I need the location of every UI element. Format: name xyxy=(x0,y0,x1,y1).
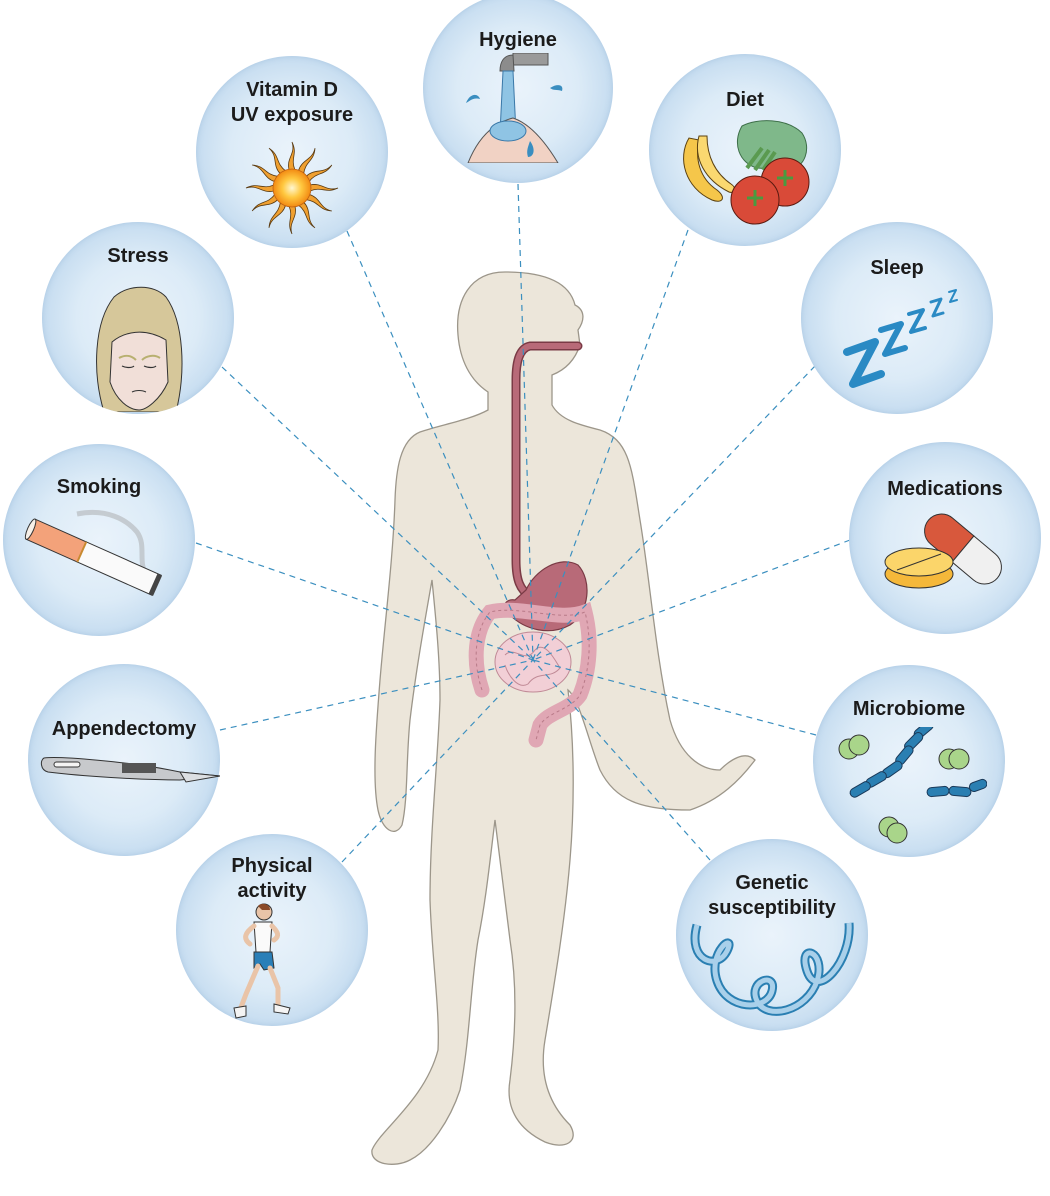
factor-label: Hygiene xyxy=(479,29,557,51)
sun-icon xyxy=(245,141,339,235)
factor-label: Genetic susceptibility xyxy=(708,872,836,919)
factor-hygiene[interactable]: Hygiene xyxy=(423,0,613,183)
connector-physical-activity xyxy=(341,659,534,863)
factor-label: Smoking xyxy=(56,476,142,498)
factor-diet[interactable]: Diet xyxy=(649,54,841,246)
scalpel-icon xyxy=(40,757,220,783)
connector-vitamin-d xyxy=(346,230,534,661)
bacteria-icon xyxy=(838,727,987,844)
factor-label: Physical activity xyxy=(231,855,313,902)
factor-vitamin-d[interactable]: Vitamin D UV exposure xyxy=(196,56,388,248)
factor-label: Sleep xyxy=(870,257,924,279)
connector-lines xyxy=(195,183,851,863)
factor-label: Appendectomy xyxy=(51,718,197,740)
fruit-vegetables-icon xyxy=(683,120,810,225)
runner-icon xyxy=(233,903,291,1019)
factor-stress[interactable]: Stress xyxy=(42,222,234,414)
factor-label: Diet xyxy=(726,89,764,111)
factor-label: Medications xyxy=(887,478,1003,500)
factor-label: Vitamin D UV exposure xyxy=(230,79,354,126)
factor-sleep[interactable]: Sleep xyxy=(801,222,993,414)
zzz-icon xyxy=(843,289,958,388)
connector-medications xyxy=(532,539,851,661)
connector-appendectomy xyxy=(219,659,534,731)
pills-icon xyxy=(884,513,1002,589)
dna-helix-icon xyxy=(690,922,854,1016)
connector-smoking xyxy=(195,542,534,661)
handwashing-icon xyxy=(466,53,563,163)
factor-label: Microbiome xyxy=(852,698,966,720)
connector-sleep xyxy=(532,365,816,661)
connector-stress xyxy=(221,366,534,661)
factor-genetic-susceptibility[interactable]: Genetic susceptibility xyxy=(676,839,868,1031)
connector-genetic-susceptibility xyxy=(532,659,711,861)
factor-label: Stress xyxy=(107,245,169,267)
factor-smoking[interactable]: Smoking xyxy=(3,444,195,636)
factor-physical-activity[interactable]: Physical activity xyxy=(176,834,368,1026)
connector-microbiome xyxy=(532,659,817,736)
human-body-figure xyxy=(371,271,756,1165)
stressed-woman-icon xyxy=(96,286,183,412)
cigarette-icon xyxy=(24,509,163,596)
factor-appendectomy[interactable]: Appendectomy xyxy=(28,664,220,856)
connector-hygiene xyxy=(517,183,534,661)
factor-medications[interactable]: Medications xyxy=(849,442,1041,634)
factor-microbiome[interactable]: Microbiome xyxy=(813,665,1005,857)
